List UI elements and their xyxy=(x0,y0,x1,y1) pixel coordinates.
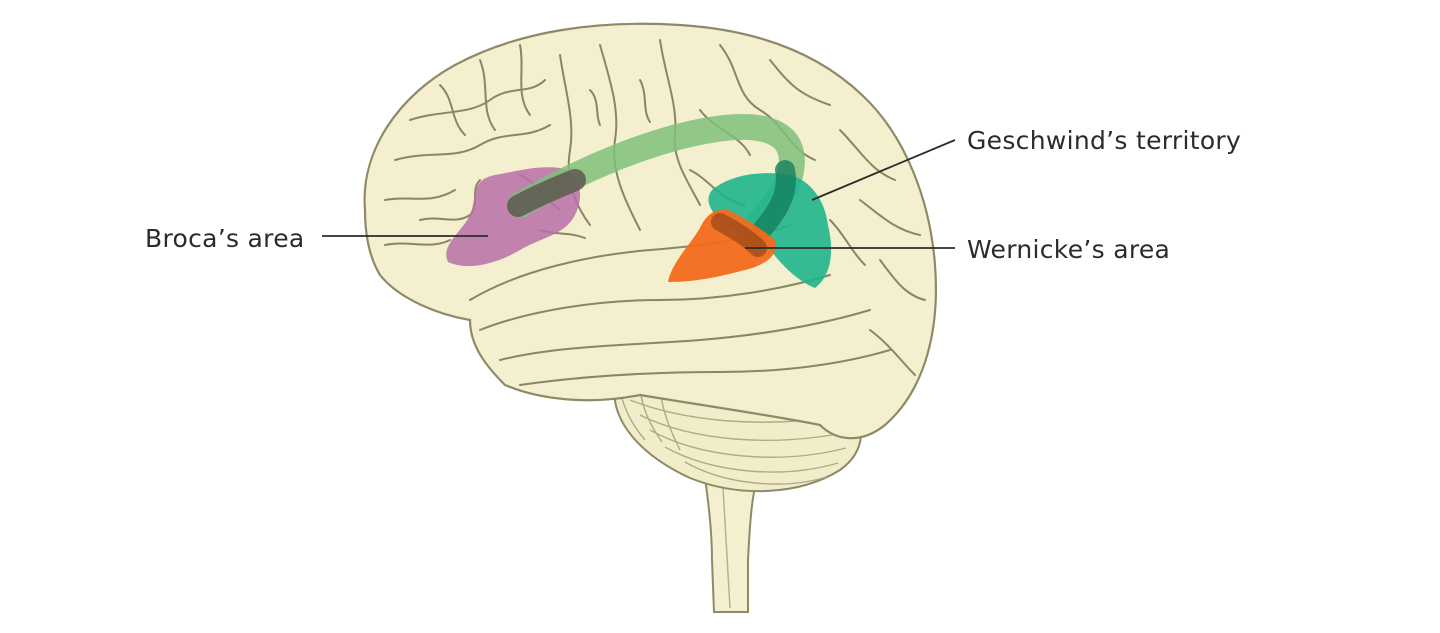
cerebrum xyxy=(363,22,938,440)
broca-area-label: Broca’s area xyxy=(145,224,305,253)
geschwind-territory-label: Geschwind’s territory xyxy=(967,126,1242,155)
geschwind-leader-line xyxy=(811,139,956,201)
arcuate-wernicke-overlap xyxy=(711,213,767,257)
arcuate-geschwind-overlap xyxy=(750,160,796,242)
wernicke-area-region xyxy=(668,209,776,282)
arcuate-broca-overlap xyxy=(507,169,586,217)
wernicke-area-label: Wernicke’s area xyxy=(967,235,1171,264)
